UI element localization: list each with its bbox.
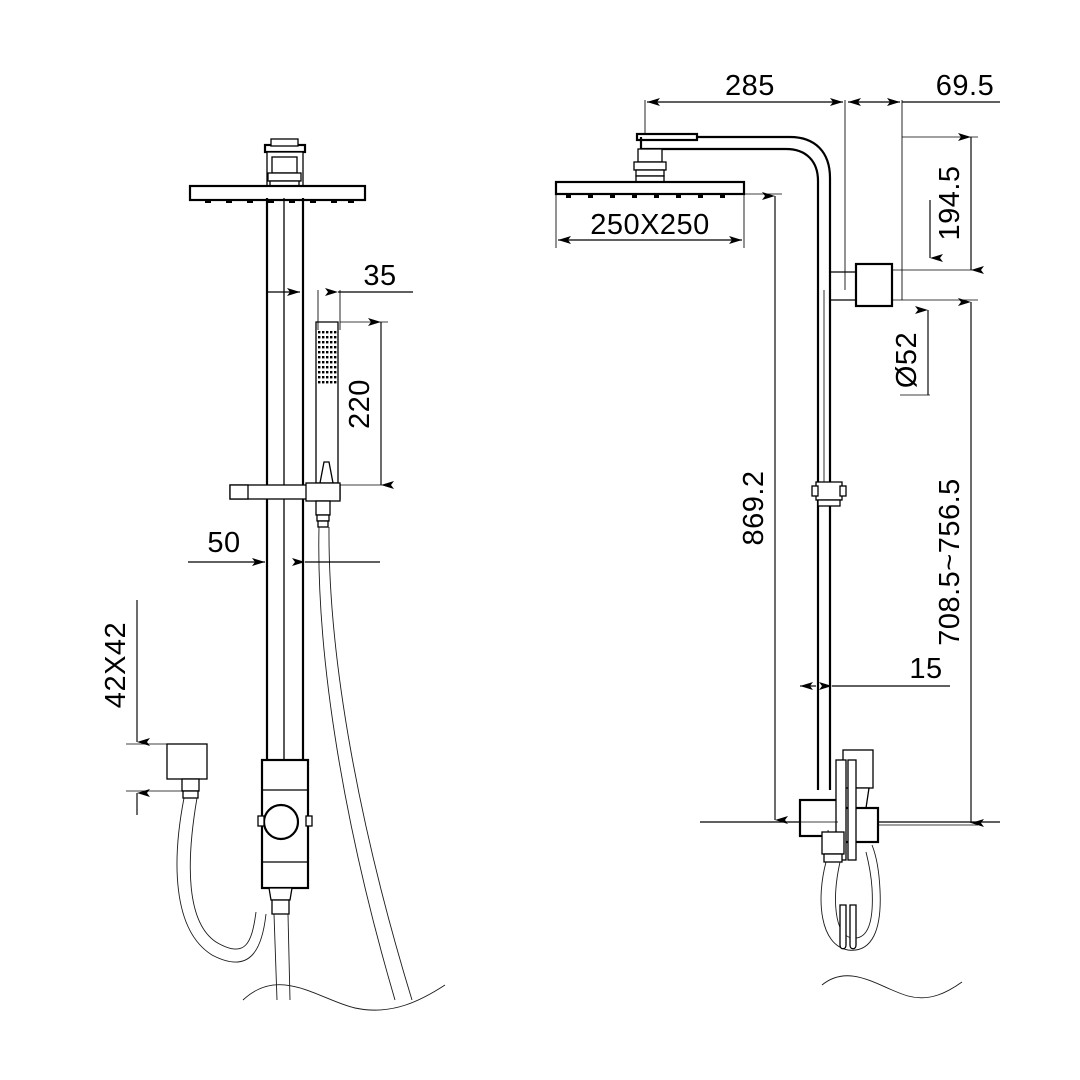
dimension-220: 220 bbox=[340, 318, 394, 489]
dim-label-35: 35 bbox=[363, 260, 396, 292]
dimension-869-2: 869.2 bbox=[738, 192, 838, 824]
dim-label-range: 708.5~756.5 bbox=[934, 478, 966, 646]
riser-clip-side bbox=[839, 904, 857, 950]
dimension-194-5: 194.5 bbox=[892, 133, 984, 274]
dim-label-15: 15 bbox=[909, 653, 942, 685]
mixer-outlet-front bbox=[268, 887, 293, 1001]
break-line-side bbox=[821, 975, 963, 999]
head-connector-side bbox=[633, 148, 667, 183]
wall-bracket-side bbox=[830, 262, 894, 308]
dim-label-285: 285 bbox=[725, 70, 775, 102]
handshower-front bbox=[315, 321, 339, 484]
riser-column-front bbox=[265, 198, 305, 760]
dimension-250x250: 250X250 bbox=[555, 194, 745, 248]
front-elevation-view: 35 220 50 42X42 bbox=[100, 138, 446, 1011]
dimension-dia-52: Ø52 bbox=[891, 306, 930, 396]
dim-label-42x42: 42X42 bbox=[100, 622, 132, 708]
dim-label-dia-52: Ø52 bbox=[891, 332, 923, 388]
shower-head-perforations-front bbox=[205, 199, 354, 203]
shower-head-perforations-side bbox=[566, 194, 725, 198]
side-elevation-view: 285 69.5 194.5 250X250 Ø52 bbox=[554, 70, 1000, 999]
mixer-body-side bbox=[798, 759, 880, 861]
dimension-35: 35 bbox=[268, 260, 413, 330]
riser-tube-side bbox=[816, 290, 832, 790]
wall-outlet-elbow-front bbox=[166, 743, 208, 799]
overhead-shower-head-front bbox=[188, 184, 367, 203]
dim-label-194-5: 194.5 bbox=[934, 165, 966, 240]
hose-outlet-side bbox=[820, 829, 881, 951]
shower-hose-front bbox=[318, 526, 413, 1001]
break-line-front bbox=[242, 984, 446, 1011]
dim-label-869-2: 869.2 bbox=[738, 470, 770, 545]
dimension-15: 15 bbox=[800, 653, 950, 700]
dimension-42x42: 42X42 bbox=[100, 600, 207, 815]
dimension-708-5-756-5: 708.5~756.5 bbox=[878, 298, 984, 827]
handshower-spray-face-front bbox=[318, 331, 337, 384]
overhead-shower-head-side bbox=[554, 180, 746, 198]
dim-label-250x250: 250X250 bbox=[590, 209, 710, 241]
riser-coupler-side bbox=[811, 481, 847, 507]
holder-bracket-front bbox=[229, 482, 341, 502]
dim-label-220: 220 bbox=[344, 379, 376, 429]
shower-arm-side bbox=[635, 132, 832, 290]
dim-label-50: 50 bbox=[207, 527, 240, 559]
wall-hose-front bbox=[176, 797, 267, 963]
mixer-body-front bbox=[257, 758, 313, 890]
hose-connector-front bbox=[315, 500, 331, 528]
dim-label-69-5: 69.5 bbox=[936, 70, 994, 102]
dimension-69-5: 69.5 bbox=[848, 70, 1000, 300]
dimension-50: 50 bbox=[188, 520, 380, 580]
dimension-285: 285 bbox=[644, 70, 846, 290]
